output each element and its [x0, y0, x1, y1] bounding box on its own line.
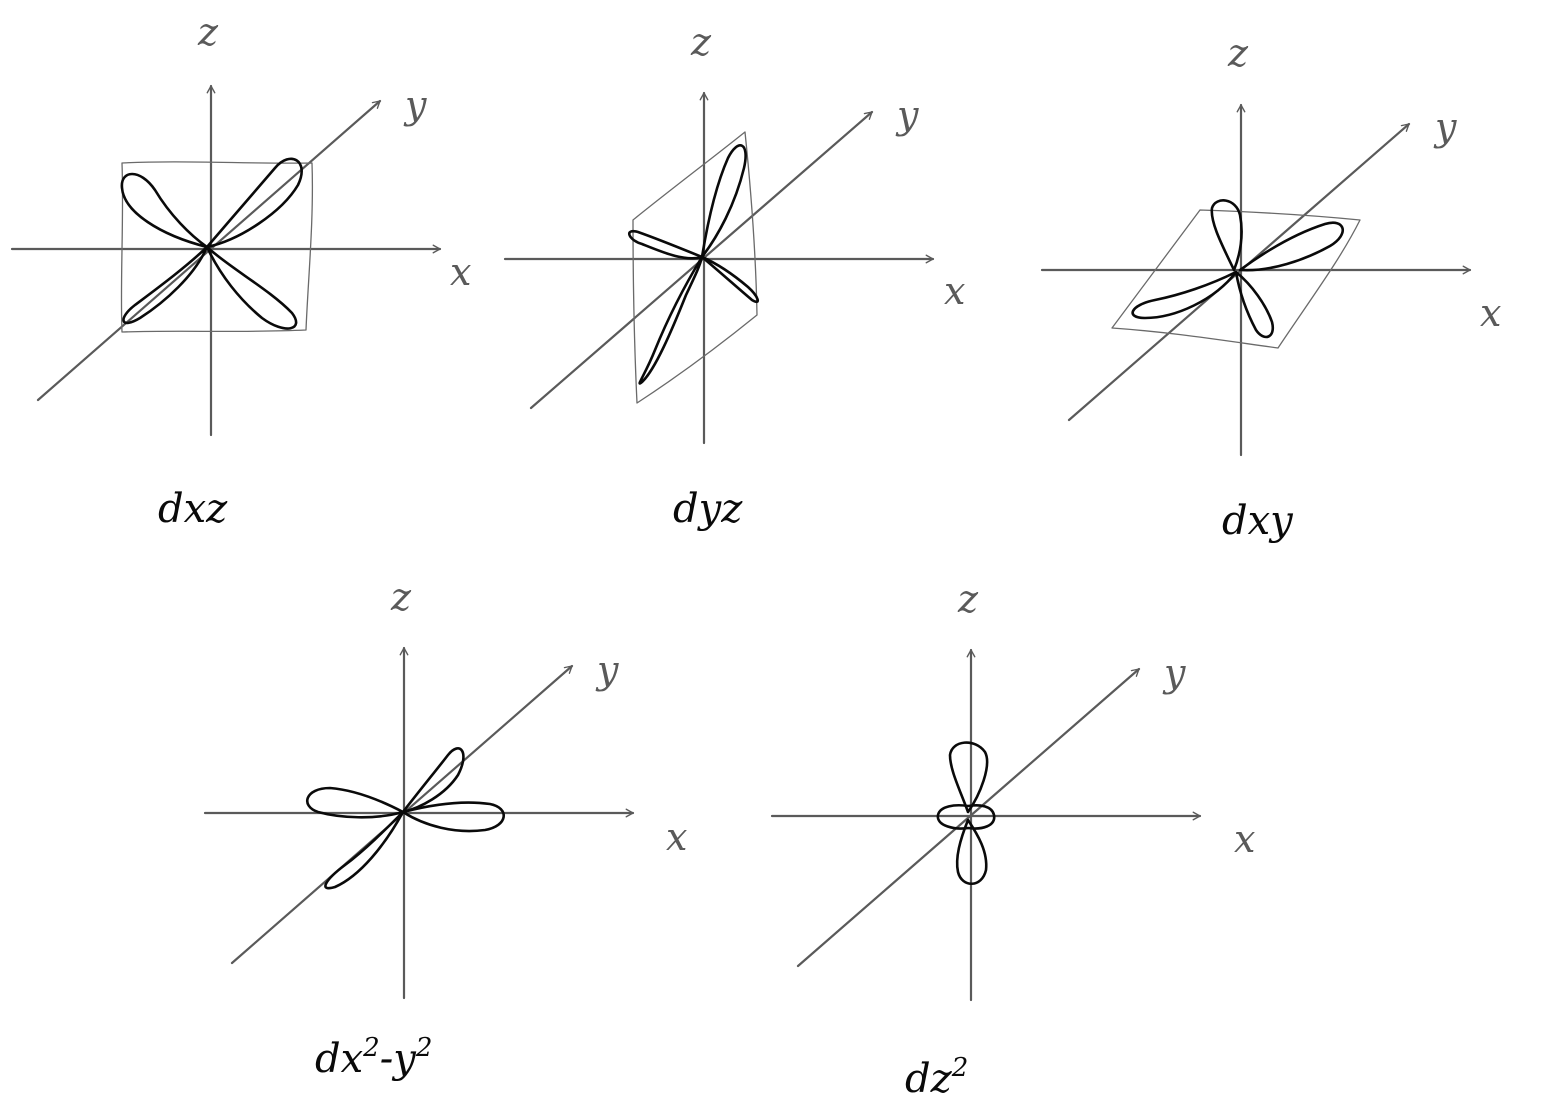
orbital-label-dx2y2: dx2-y2 [315, 1033, 432, 1082]
torus-ring [936, 803, 996, 830]
orbital-label-dxy: dxy [1222, 498, 1294, 544]
label-sub: xz [184, 486, 229, 532]
orbital-label-dxz: dxz [158, 486, 228, 532]
label-sub: xy [1248, 498, 1295, 544]
y-axis-label: y [1162, 651, 1186, 695]
z-axis-label: z [690, 20, 712, 64]
y-axis-label: y [595, 648, 619, 692]
x-axis-label: x [450, 250, 471, 294]
x-axis-label: x [944, 269, 965, 313]
axes-dx2y2 [203, 646, 635, 1000]
lobe-x-positive [401, 801, 505, 833]
z-axis-label: z [957, 577, 979, 621]
z-axis-label: z [197, 10, 219, 54]
label-base: d [905, 1056, 931, 1102]
z-axis-label: z [390, 575, 412, 619]
orbital-label-dyz: dyz [673, 486, 743, 532]
label-sup1: 2 [362, 1033, 380, 1063]
z-axis-label: z [1227, 31, 1249, 75]
lobe-upper-right [205, 157, 303, 249]
lobe-x-negative [306, 786, 405, 819]
lobe-left [628, 229, 704, 260]
lobe-upper [1210, 199, 1243, 272]
label-mid: -y [380, 1036, 418, 1082]
label-sub: yz [697, 486, 744, 532]
lobe-right [1238, 221, 1344, 272]
lobe-upper-left [120, 172, 209, 249]
label-sub: z [930, 1056, 953, 1102]
diagram-dz2: z y x dz2 [770, 577, 1255, 1102]
y-axis-label: y [895, 93, 919, 137]
axes-dxz [10, 84, 442, 437]
x-axis-label: x [666, 815, 687, 859]
axes-dz2 [770, 648, 1202, 1002]
lobe-right-lower [700, 255, 760, 304]
lobe-y-negative [324, 810, 405, 890]
lobes-dxy [1131, 199, 1344, 339]
lobe-z-negative [955, 818, 988, 886]
lobe-lower-left [122, 245, 209, 325]
lobe-lower-right [205, 245, 298, 330]
y-axis [796, 667, 1141, 968]
lobe-lower [1234, 270, 1275, 339]
label-base: d [315, 1036, 341, 1082]
label-sub: x [341, 1036, 364, 1082]
diagram-dxz: z y x dxz [10, 10, 471, 532]
lobes-dxz [120, 157, 303, 330]
orbital-label-dz2: dz2 [905, 1053, 968, 1102]
lobe-lower-front [638, 255, 704, 385]
lobe-y-positive [401, 747, 465, 814]
axes-dyz [503, 91, 935, 445]
lobe-z-positive [948, 741, 989, 814]
x-axis-label: x [1480, 291, 1501, 335]
y-axis [1067, 122, 1411, 422]
x-axis-label: x [1234, 817, 1255, 861]
diagram-dx2y2: z y x dx2-y2 [203, 575, 687, 1082]
label-base: d [158, 486, 184, 532]
y-axis-label: y [403, 83, 427, 127]
xz-plane-outline [120, 161, 314, 333]
label-base: d [673, 486, 699, 532]
yz-plane-outline [632, 131, 758, 404]
lobes-dx2y2 [306, 747, 505, 890]
label-base: d [1222, 498, 1248, 544]
lobes-dz2 [936, 741, 996, 886]
lobe-left [1131, 270, 1238, 320]
label-sup2: 2 [415, 1033, 433, 1063]
diagram-dxy: z y x dxy [1040, 31, 1501, 544]
y-axis-label: y [1433, 105, 1457, 149]
diagram-dyz: z y x dyz [503, 20, 965, 532]
xy-plane-outline [1111, 209, 1361, 349]
axes-dxy [1040, 103, 1472, 457]
lobe-upper-back [700, 144, 747, 259]
lobes-dyz [628, 144, 760, 385]
label-sup1: 2 [951, 1053, 969, 1083]
